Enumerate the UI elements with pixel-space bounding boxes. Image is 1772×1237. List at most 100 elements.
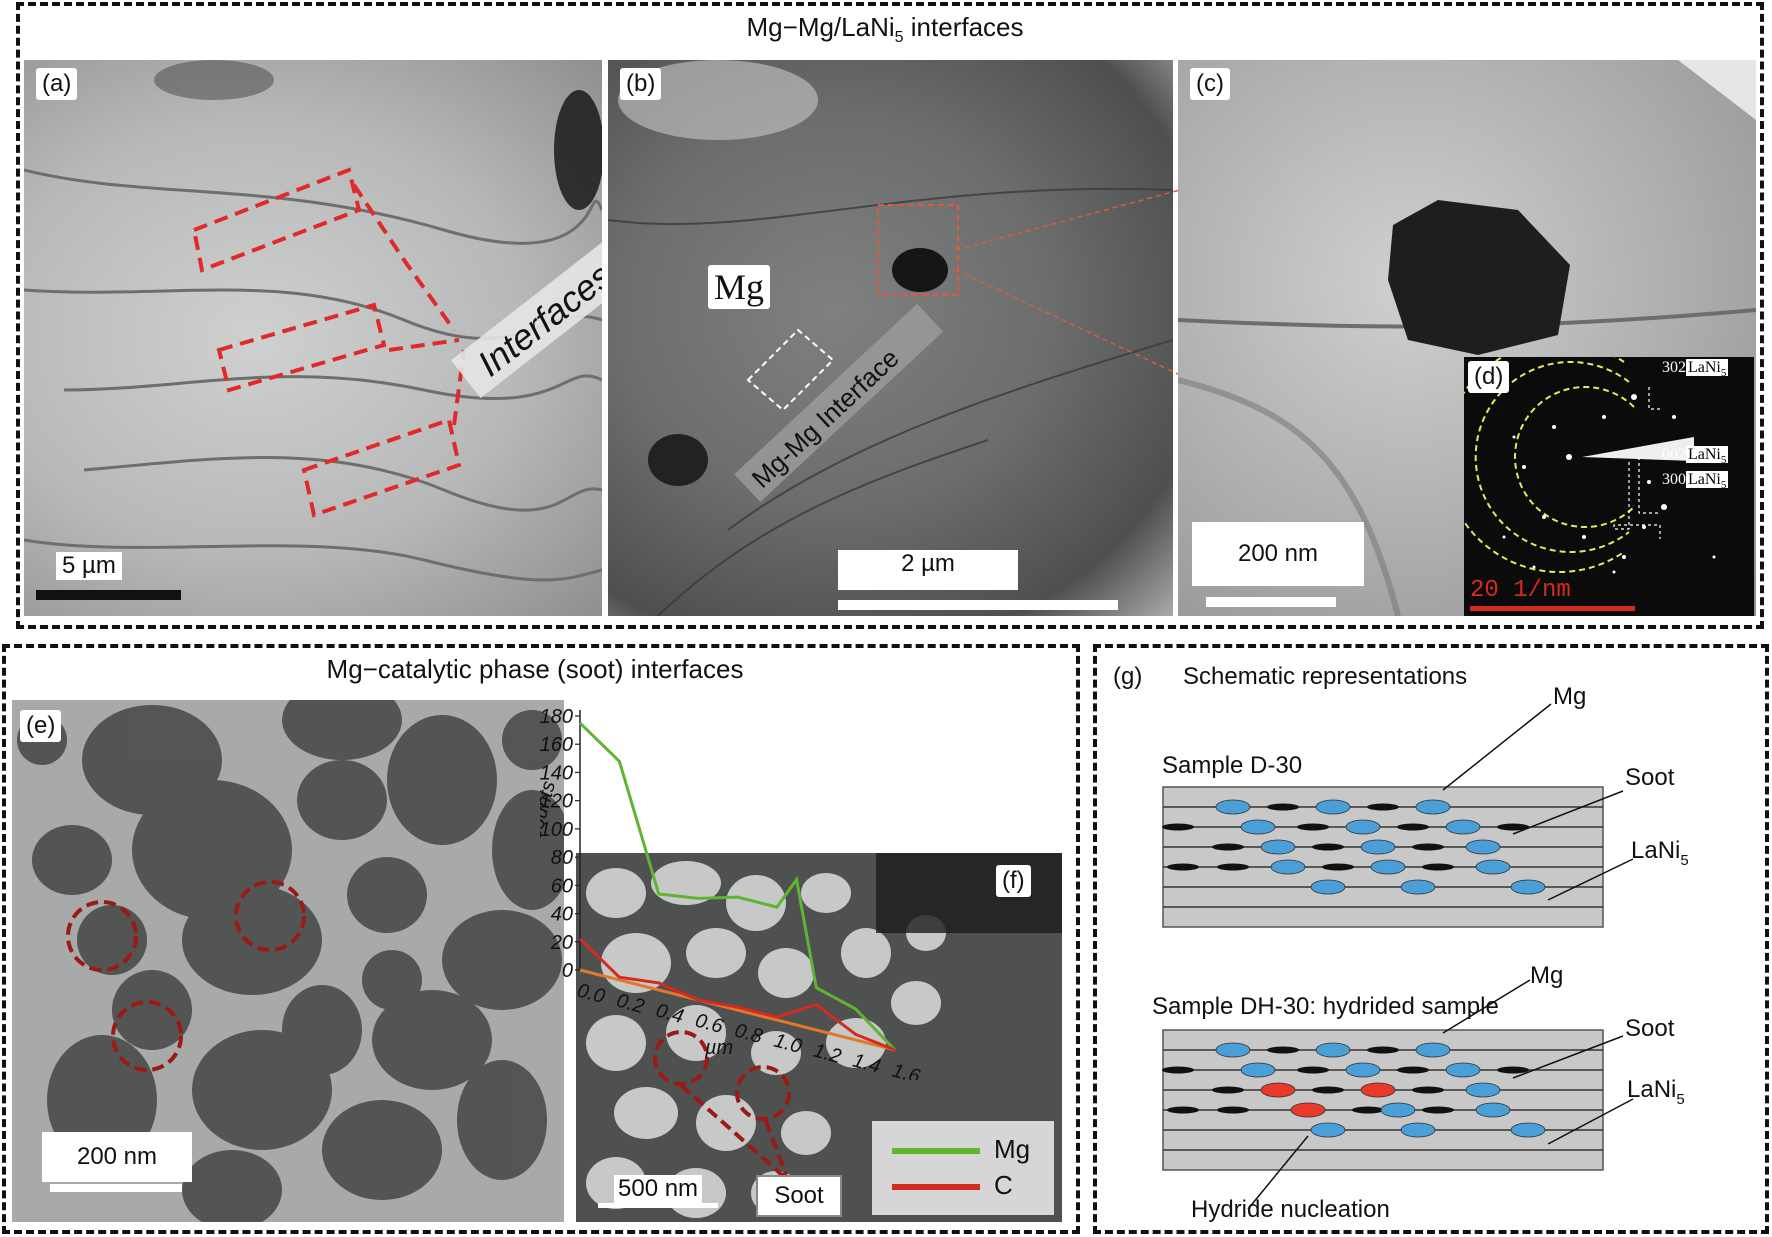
lani5-callout-1: LaNi5 xyxy=(1631,837,1689,869)
legend-mg-swatch xyxy=(892,1148,980,1154)
panel-d-scale-label: 20 1/nm xyxy=(1470,577,1571,604)
soot-particle xyxy=(1397,823,1429,831)
lani5-particle xyxy=(1370,859,1406,875)
legend-c-label: C xyxy=(994,1170,1013,1200)
x-tick-label-1.4: 1.4 xyxy=(850,1050,883,1078)
panel-f-scale-line xyxy=(598,1203,718,1208)
soot-particle xyxy=(1312,1086,1344,1094)
x-tick-label-0.2: 0.2 xyxy=(614,990,647,1018)
x-tick-label-1.6: 1.6 xyxy=(890,1060,923,1080)
soot-particle xyxy=(1322,863,1354,871)
soot-particle xyxy=(1297,1066,1329,1074)
lani5-particle xyxy=(1315,1042,1351,1058)
soot-particle xyxy=(1412,843,1444,851)
soot-label: Soot xyxy=(756,1175,842,1217)
soot-particle xyxy=(1167,1106,1199,1114)
soot-particle xyxy=(1352,1106,1384,1114)
panel-a-label: (a) xyxy=(36,68,78,100)
y-tick-label-100: 100 xyxy=(540,819,573,841)
lani5-particle xyxy=(1400,1122,1436,1138)
panel-e-scale-bar: 200 nm xyxy=(42,1132,192,1182)
chart-legend: Mg C xyxy=(872,1121,1054,1215)
lani5-particle xyxy=(1345,819,1381,835)
lani5-particle xyxy=(1315,799,1351,815)
lani5-particle xyxy=(1240,1062,1276,1078)
lani5-particle xyxy=(1270,859,1306,875)
x-tick-label-0.6: 0.6 xyxy=(693,1010,726,1039)
panel-d-label: (d) xyxy=(1468,361,1510,393)
x-tick-label-0.4: 0.4 xyxy=(653,1000,686,1028)
panel-c-overlay xyxy=(1178,60,1756,616)
panel-a-micrograph: Interfaces (a) 5 µm xyxy=(24,60,602,616)
lani5-particle xyxy=(1510,879,1546,895)
series-Mg-line xyxy=(578,721,897,1052)
panel-d-scale-line xyxy=(1470,606,1635,611)
lani5-particle xyxy=(1400,879,1436,895)
lani5-particle xyxy=(1445,1062,1481,1078)
lani5-particle xyxy=(1415,1042,1451,1058)
panel-b-overlay: Mg-Mg Interface xyxy=(608,60,1173,616)
mg-callout-1: Mg xyxy=(1553,683,1586,710)
x-tick-label-1.2: 1.2 xyxy=(811,1040,844,1068)
soot-particle xyxy=(1422,863,1454,871)
y-tick-label-120: 120 xyxy=(540,791,573,813)
soot-particle xyxy=(1397,1066,1429,1074)
soot-callout-2: Soot xyxy=(1625,1015,1675,1042)
lani5-particle xyxy=(1360,839,1396,855)
lani5-particle xyxy=(1475,859,1511,875)
y-tick-label-160: 160 xyxy=(540,734,573,756)
lani5-particle xyxy=(1215,799,1251,815)
zoom-connector-lines xyxy=(955,189,1181,376)
soot-callout-1: Soot xyxy=(1625,764,1675,791)
hydride-nucleation-callout: Hydride nucleation xyxy=(1191,1196,1390,1223)
soot-particle xyxy=(1312,843,1344,851)
panel-b-scale-line xyxy=(838,600,1118,610)
soot-particle xyxy=(1422,1106,1454,1114)
mg-callout-2: Mg xyxy=(1530,962,1563,989)
x-axis-label: µm xyxy=(704,1037,733,1059)
soot-particle xyxy=(1167,863,1199,871)
lani5-particle xyxy=(1240,819,1276,835)
lani5-particle xyxy=(1445,819,1481,835)
legend-c-swatch xyxy=(892,1184,980,1190)
soot-particle xyxy=(1497,1066,1529,1074)
x-tick-label-0.0: 0.0 xyxy=(575,980,608,1008)
soot-particle xyxy=(1217,863,1249,871)
schematic-title: Schematic representations xyxy=(1183,663,1467,690)
y-tick-label-20: 20 xyxy=(550,932,573,954)
soot-particle xyxy=(1412,1086,1444,1094)
y-tick-label-40: 40 xyxy=(551,904,573,926)
soot-particle xyxy=(1297,823,1329,831)
hydride-particle xyxy=(1260,1082,1296,1098)
x-tick-label-0.8: 0.8 xyxy=(732,1020,765,1048)
top-panel-frame xyxy=(16,2,1764,629)
y-tick-label-60: 60 xyxy=(551,875,573,897)
mg-phase-label: Mg xyxy=(708,265,771,309)
panel-g-label: (g) xyxy=(1113,663,1142,690)
panel-f-label: (f) xyxy=(996,865,1031,897)
hydride-particle xyxy=(1360,1082,1396,1098)
bottom-left-panel-frame xyxy=(2,644,1080,1234)
lani5-particle xyxy=(1215,1042,1251,1058)
soot-particle xyxy=(1212,1086,1244,1094)
panel-c-scale-line xyxy=(1206,597,1336,607)
soot-particle xyxy=(1217,1106,1249,1114)
lani5-callout-2: LaNi5 xyxy=(1627,1076,1685,1108)
panel-a-overlay: Interfaces xyxy=(24,60,602,582)
soot-particle xyxy=(1497,823,1529,831)
panel-e-label: (e) xyxy=(20,710,62,742)
lani5-particle xyxy=(1345,1062,1381,1078)
soot-particle xyxy=(1367,1046,1399,1054)
soot-particle xyxy=(1267,803,1299,811)
lani5-particle xyxy=(1465,1082,1501,1098)
lani5-particle xyxy=(1415,799,1451,815)
x-tick-label-1.0: 1.0 xyxy=(772,1030,805,1058)
legend-mg-label: Mg xyxy=(994,1134,1031,1164)
y-tick-label-80: 80 xyxy=(551,847,573,869)
panel-a-scale-bar: 5 µm xyxy=(36,550,196,606)
